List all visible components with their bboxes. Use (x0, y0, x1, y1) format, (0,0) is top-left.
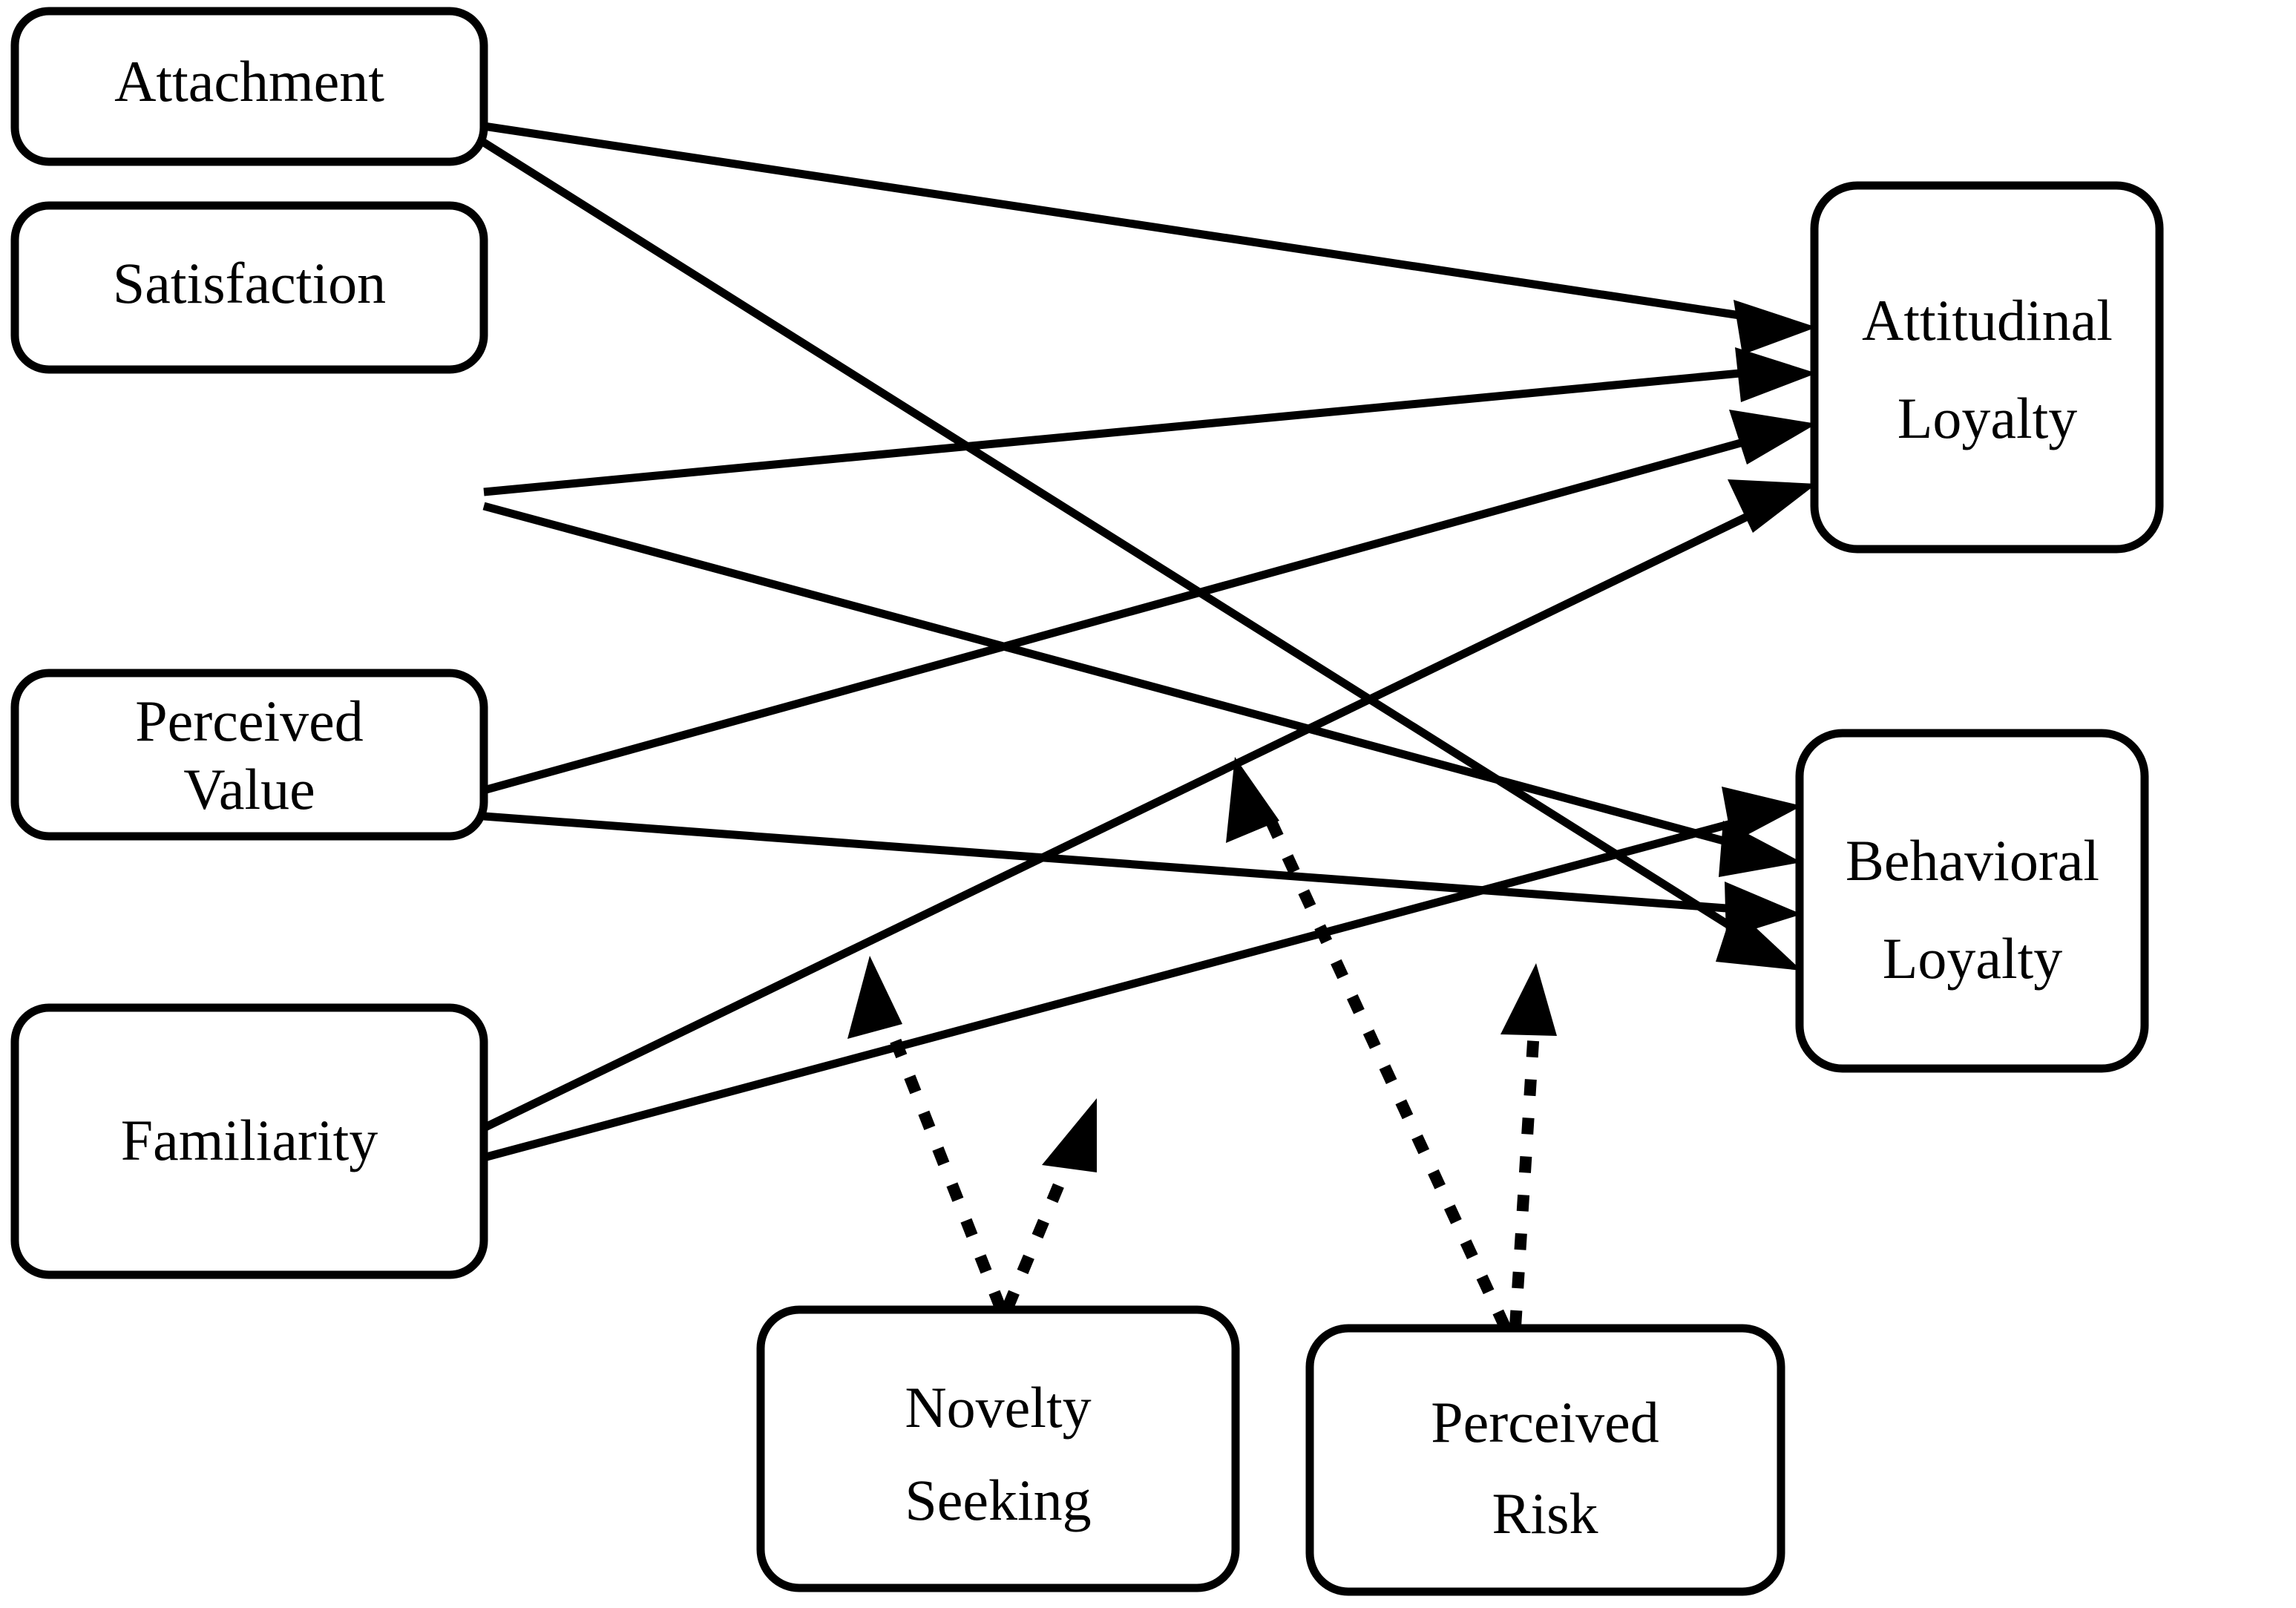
edge-satisfaction-to-behavioral-loyalty (482, 502, 1766, 856)
node-satisfaction-label: Satisfaction (113, 251, 386, 315)
node-perceived-risk[interactable]: Perceived Risk (1305, 1324, 1785, 1596)
edge-attachment-to-behavioral-loyalty (482, 139, 1761, 948)
edge-perceived-value-to-behavioral-loyalty (483, 812, 1767, 916)
edge-familiarity-to-attitudinal-loyalty (482, 499, 1777, 1132)
node-behavioral-loyalty-box[interactable] (1795, 729, 2149, 1073)
edge-satisfaction-to-attitudinal-loyalty (483, 365, 1780, 496)
edge-perceived-risk-moderator-right (1509, 1017, 1541, 1328)
arrowhead-satisfaction-to-attitudinal-loyalty (1735, 347, 1817, 402)
node-perceived-risk-label-line1: Perceived (1431, 1390, 1659, 1454)
outcome-nodes-group: Attitudinal Loyalty Behavioral Loyalty (1795, 181, 2164, 1073)
antecedent-nodes-group: Attachment Satisfaction Perceived Value … (10, 7, 488, 1279)
arrowhead-perceived-risk-moderator-right (1500, 963, 1557, 1036)
arrowhead-perceived-value-to-attitudinal-loyalty (1729, 410, 1817, 465)
arrowhead-familiarity-to-behavioral-loyalty (1722, 787, 1802, 843)
edge-perceived-risk-moderator-left (1265, 817, 1511, 1330)
node-attachment-box[interactable] (10, 7, 488, 166)
node-perceived-value-label-line2: Value (183, 757, 315, 821)
node-behavioral-loyalty-label-line1: Behavioral (1846, 828, 2099, 893)
node-attitudinal-loyalty[interactable]: Attitudinal Loyalty (1810, 181, 2164, 554)
node-perceived-value[interactable]: Perceived Value (10, 669, 488, 841)
arrowhead-perceived-risk-moderator-left (1226, 757, 1279, 843)
node-attitudinal-loyalty-label-line1: Attitudinal (1862, 288, 2113, 352)
moderator-paths-group (847, 757, 1557, 1330)
node-behavioral-loyalty[interactable]: Behavioral Loyalty (1795, 729, 2149, 1073)
node-perceived-value-box[interactable] (10, 669, 488, 841)
node-attitudinal-loyalty-label-line2: Loyalty (1898, 386, 2078, 450)
edge-perceived-value-to-attitudinal-loyalty (482, 428, 1780, 795)
node-familiarity-box[interactable] (10, 1003, 488, 1279)
node-behavioral-loyalty-label-line2: Loyalty (1883, 926, 2063, 991)
node-satisfaction[interactable]: Satisfaction (10, 201, 488, 374)
moderator-nodes-group: Novelty Seeking Perceived Risk (756, 1305, 1785, 1596)
node-perceived-value-label-line1: Perceived (135, 689, 364, 753)
node-attachment-label: Attachment (114, 49, 384, 114)
node-familiarity[interactable]: Familiarity (10, 1003, 488, 1279)
edge-familiarity-to-behavioral-loyalty (482, 810, 1766, 1162)
arrowhead-familiarity-to-attitudinal-loyalty (1728, 479, 1817, 533)
node-novelty-seeking-label-line2: Seeking (905, 1468, 1091, 1532)
node-perceived-risk-label-line2: Risk (1492, 1481, 1598, 1546)
node-novelty-seeking-label-line1: Novelty (905, 1375, 1091, 1440)
direct-paths-group (482, 122, 1817, 1162)
edge-novelty-seeking-moderator-left (877, 1007, 1006, 1310)
arrowhead-perceived-value-to-behavioral-loyalty (1725, 882, 1802, 938)
node-novelty-seeking[interactable]: Novelty Seeking (756, 1305, 1240, 1592)
edge-novelty-seeking-moderator-right (1002, 1144, 1080, 1310)
arrowhead-novelty-seeking-moderator-left (847, 956, 902, 1039)
node-familiarity-label: Familiarity (121, 1108, 378, 1172)
arrowhead-attachment-to-attitudinal-loyalty (1734, 300, 1817, 355)
node-attitudinal-loyalty-box[interactable] (1810, 181, 2164, 554)
edge-attachment-to-attitudinal-loyalty (483, 122, 1780, 326)
node-satisfaction-box[interactable] (10, 201, 488, 374)
node-novelty-seeking-box[interactable] (756, 1305, 1240, 1592)
node-perceived-risk-box[interactable] (1305, 1324, 1785, 1596)
node-attachment[interactable]: Attachment (10, 7, 488, 166)
arrowhead-novelty-seeking-moderator-right (1042, 1098, 1097, 1172)
